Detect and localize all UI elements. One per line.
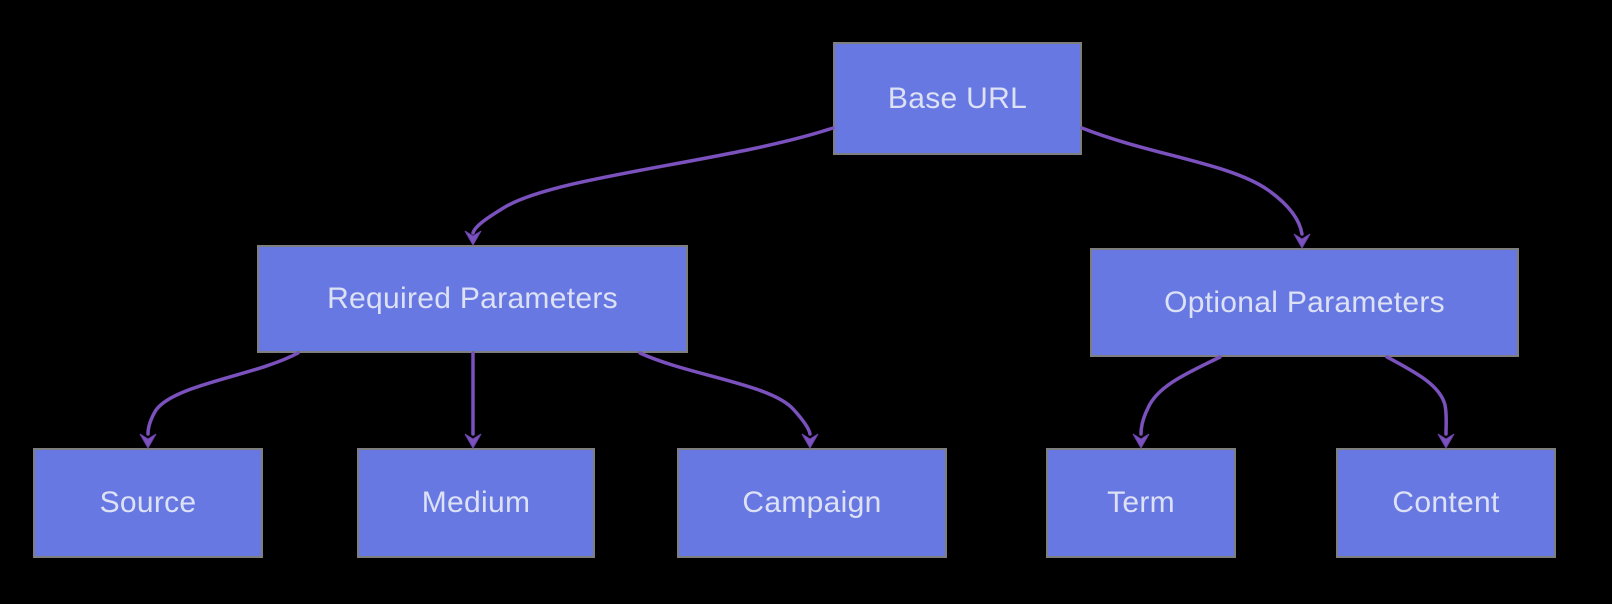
arrowhead-required-parameters — [464, 230, 482, 247]
node-term: Term — [1046, 448, 1236, 558]
node-base-url-label: Base URL — [887, 81, 1028, 115]
node-optional-parameters-label: Optional Parameters — [1164, 285, 1445, 319]
node-required-parameters: Required Parameters — [257, 245, 688, 353]
node-term-label: Term — [1107, 486, 1175, 519]
node-campaign-label: Campaign — [742, 486, 882, 519]
edge-optional-parameters-to-content — [1385, 355, 1448, 436]
node-required-parameters-label: Required Parameters — [327, 282, 618, 315]
node-medium-label: Medium — [421, 486, 531, 519]
node-optional-parameters: Optional Parameters — [1090, 248, 1519, 357]
arrowhead-term — [1132, 433, 1150, 450]
arrowhead-optional-parameters — [1293, 233, 1311, 250]
node-content-label: Content — [1392, 486, 1500, 519]
arrowhead-medium — [464, 433, 482, 450]
edge-base-url-to-optional-parameters — [1080, 126, 1304, 236]
node-medium: Medium — [357, 448, 595, 558]
edge-required-parameters-to-source — [146, 351, 300, 436]
node-campaign: Campaign — [677, 448, 947, 558]
node-base-url: Base URL — [833, 42, 1082, 155]
edge-required-parameters-to-campaign — [638, 351, 812, 436]
arrowhead-content — [1437, 433, 1455, 450]
node-source-label: Source — [99, 486, 197, 519]
arrowhead-source — [139, 433, 157, 450]
node-source: Source — [33, 448, 263, 558]
arrowhead-campaign — [801, 433, 819, 450]
node-content: Content — [1336, 448, 1556, 558]
edge-optional-parameters-to-term — [1139, 355, 1222, 436]
edge-base-url-to-required-parameters — [471, 126, 835, 235]
